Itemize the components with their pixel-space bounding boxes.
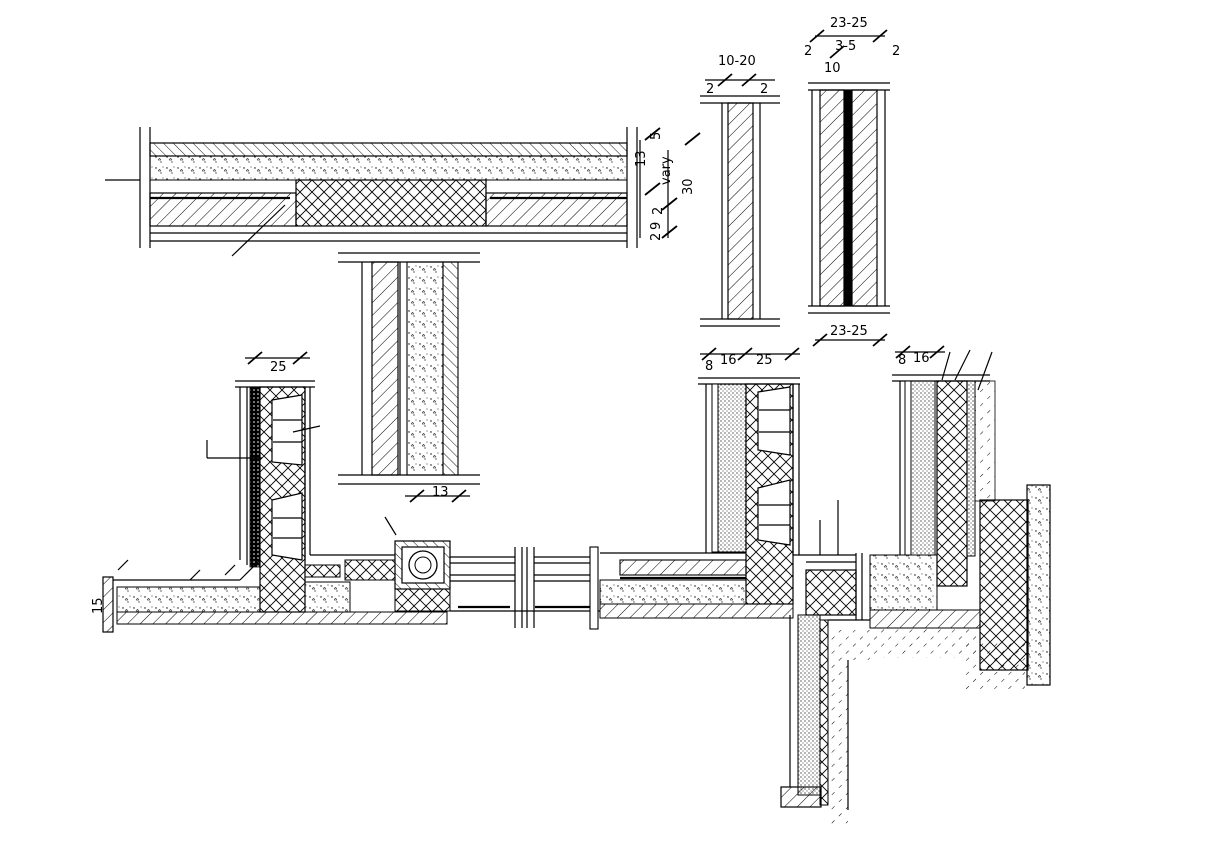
wall-type-b-section [808,29,890,347]
foundation-detail [780,553,870,825]
right-wall-detail [869,345,1051,690]
wall-b-core-dim: 10 [824,61,841,76]
wall-type-a-section [700,73,780,327]
wall-a-total-dim: 10-20 [718,54,756,69]
center-wall-dim: 13 [432,485,449,500]
wall-b-top-dim: 23-25 [830,16,868,31]
roof-dim-b3: 2 [649,233,664,241]
center-wall-section [338,252,480,503]
mid-wall-dim-c: 25 [756,353,773,368]
left-wall-dim: 25 [270,360,287,375]
ground-floor-slab [102,554,448,633]
roof-dim-screed: 5 [649,132,664,140]
wall-b-right-dim: 2 [892,44,900,59]
roof-dim-b1: 2 [651,207,666,215]
roof-dim-total: 30 [681,178,696,195]
wall-a-left-dim: 2 [706,82,714,97]
roof-slab-section [105,127,701,257]
wall-a-right-dim: 2 [760,82,768,97]
middle-floor-slab [599,500,839,619]
roof-dim-b2: 9 [649,222,664,230]
mid-wall-dim-a: 8 [705,359,713,374]
wall-b-mid-dim: 3-5 [835,39,856,54]
roof-dim-vary: vary [659,156,674,185]
mid-wall-dim-b: 16 [720,353,737,368]
wall-b-left-dim: 2 [804,44,812,59]
right-wall-dim-a: 8 [898,353,906,368]
wall-b-bottom-dim: 23-25 [830,324,868,339]
right-wall-dim-b: 16 [913,351,930,366]
middle-wall-detail [698,347,800,605]
roof-dim-top: 13 [634,150,649,167]
floor-drain [384,516,600,630]
side-step-dim: 15 [91,597,106,614]
left-wall-detail [206,351,321,613]
